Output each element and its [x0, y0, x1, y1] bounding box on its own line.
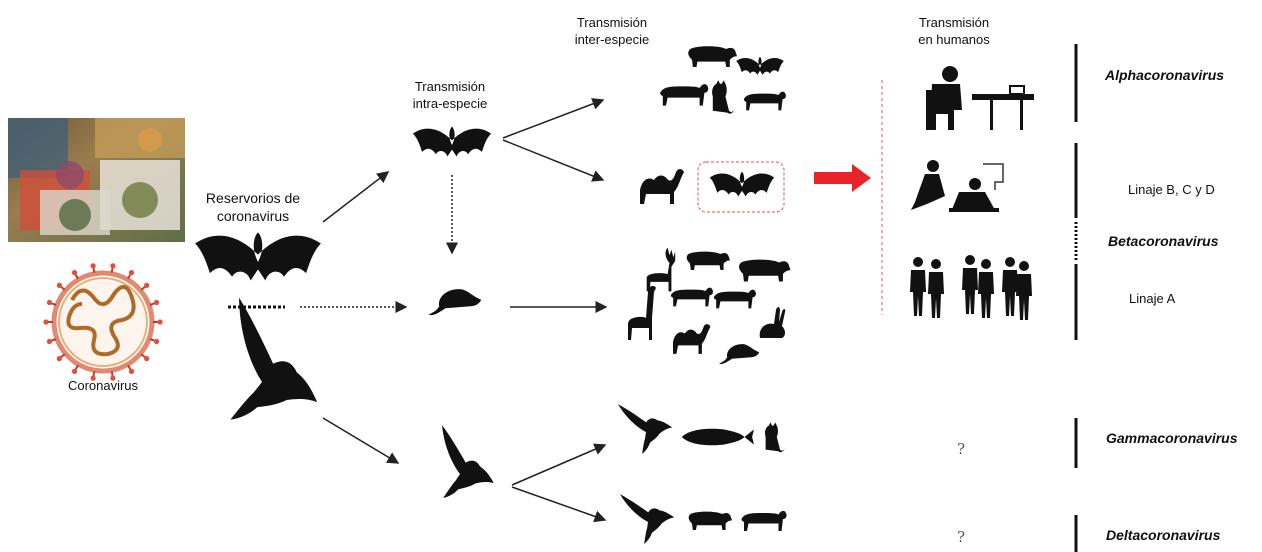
- delta-genus-label: Deltacoronavirus: [1106, 527, 1220, 543]
- fish-icon: [682, 429, 754, 446]
- bird-delta-icon: [620, 486, 678, 547]
- dog-icon: [660, 84, 708, 105]
- lineage-bcd-label: Linaje B, C y D: [1128, 182, 1215, 197]
- bat-small-icon: [736, 57, 784, 75]
- inter-species-label: Transmisión inter-especie: [556, 14, 668, 48]
- rabbit-icon: [760, 307, 786, 338]
- coronavirus-label: Coronavirus: [53, 377, 153, 394]
- civet-icon: [744, 92, 786, 111]
- humans-label: Transmisión en humanos: [904, 14, 1004, 48]
- rodent-icon: [429, 289, 482, 315]
- cat-2-icon: [714, 290, 756, 309]
- reservoir-bird-icon: [199, 298, 342, 446]
- human-group-icon: [910, 255, 1032, 320]
- dog-2-icon: [671, 288, 713, 307]
- alpha-genus-label: Alphacoronavirus: [1105, 67, 1224, 83]
- bat-highlighted-icon: [710, 172, 775, 197]
- camel-icon: [640, 169, 684, 204]
- pig-icon: [688, 46, 737, 67]
- human-office-icon: [926, 66, 1034, 130]
- intra-species-label: Transmisión intra-especie: [395, 78, 505, 112]
- pig-3-icon: [689, 512, 732, 530]
- giraffe-icon: [628, 286, 656, 340]
- bird-mid-icon: [424, 425, 505, 509]
- reservoir-bat-icon: [195, 232, 321, 280]
- delta-unknown-mark: ?: [957, 528, 965, 546]
- human-care-icon: [911, 160, 1003, 212]
- bird-gamma-icon: [618, 396, 676, 457]
- cat-icon: [712, 80, 734, 113]
- deer-icon: [647, 248, 676, 292]
- lineage-a-label: Linaje A: [1129, 291, 1175, 306]
- rat-2-icon: [719, 344, 759, 364]
- pig-2-icon: [687, 252, 730, 270]
- cat-3-icon: [742, 511, 787, 531]
- intra-bat-icon: [413, 127, 491, 157]
- beta-genus-label: Betacoronavirus: [1108, 233, 1218, 249]
- camel-2-icon: [673, 324, 710, 354]
- reservoirs-label: Reservorios de coronavirus: [198, 189, 308, 225]
- gamma-genus-label: Gammacoronavirus: [1106, 430, 1238, 446]
- cow-icon: [739, 260, 790, 282]
- duck-icon: [765, 422, 785, 452]
- gamma-unknown-mark: ?: [957, 440, 965, 458]
